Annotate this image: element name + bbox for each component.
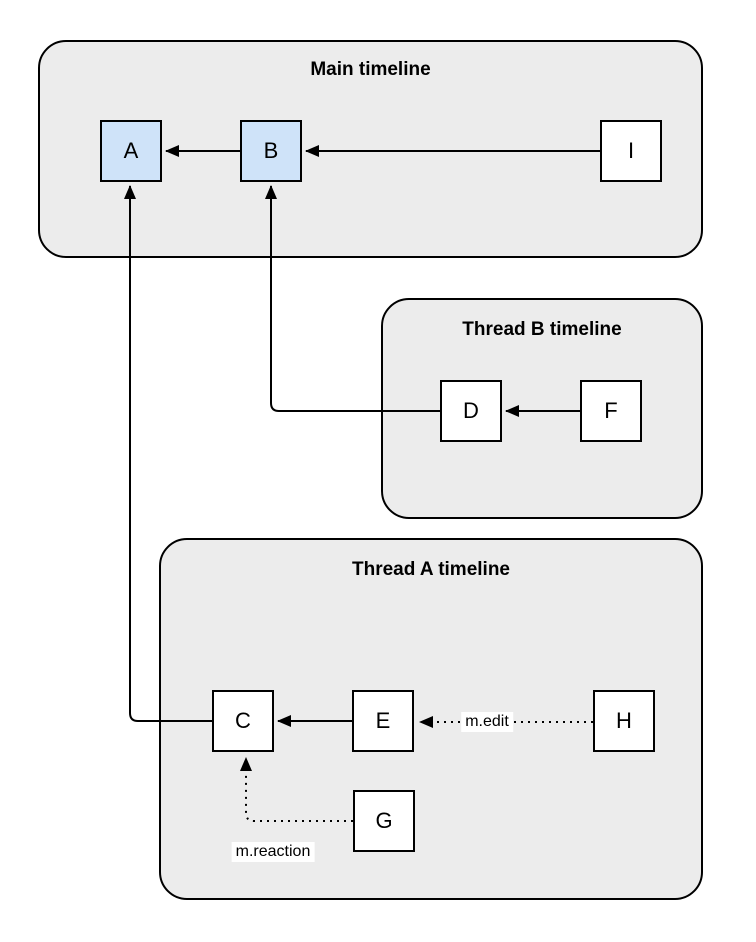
- node-b: B: [240, 120, 302, 182]
- node-d: D: [440, 380, 502, 442]
- node-g: G: [353, 790, 415, 852]
- thread-a-timeline-title: Thread A timeline: [351, 559, 510, 580]
- node-f: F: [580, 380, 642, 442]
- node-a: A: [100, 120, 162, 182]
- node-c: C: [212, 690, 274, 752]
- node-e: E: [352, 690, 414, 752]
- thread-b-timeline-title: Thread B timeline: [462, 319, 622, 340]
- edge-label-m-reaction: m.reaction: [231, 842, 315, 862]
- node-h: H: [593, 690, 655, 752]
- main-timeline-title: Main timeline: [310, 59, 431, 80]
- node-i: I: [600, 120, 662, 182]
- edge-label-m-edit: m.edit: [461, 712, 513, 732]
